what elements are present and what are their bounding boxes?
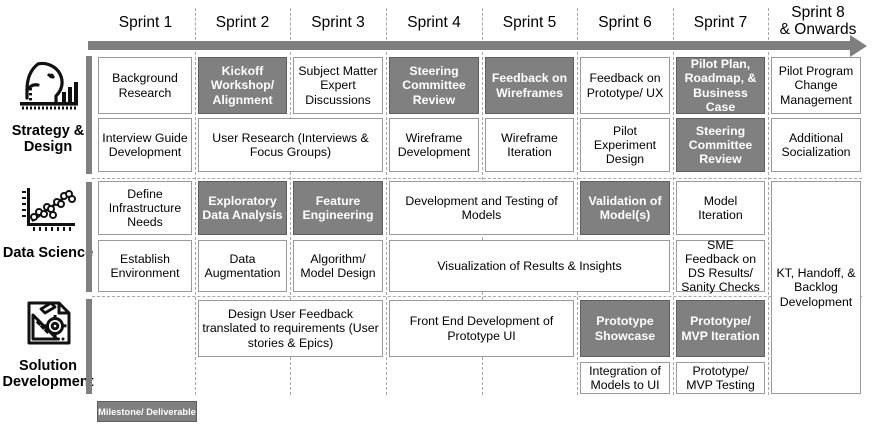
- task-card[interactable]: Pilot Program Change Management: [771, 57, 861, 114]
- swimlane-strategy-design: Strategy & Design: [0, 58, 96, 155]
- task-card[interactable]: User Research (Interviews & Focus Groups…: [198, 118, 383, 172]
- sprint-header-5: Sprint 5: [502, 14, 557, 31]
- task-card[interactable]: Exploratory Data Analysis: [198, 181, 287, 235]
- task-card[interactable]: Visualization of Results & Insights: [389, 240, 670, 292]
- column-separator-2-body: [290, 52, 291, 395]
- sprint-header-7: Sprint 7: [693, 14, 748, 31]
- task-card[interactable]: Front End Development of Prototype UI: [389, 300, 574, 357]
- task-card[interactable]: Prototype Showcase: [580, 300, 670, 357]
- sprint-header-2: Sprint 2: [215, 14, 270, 31]
- document-gear-ruler-pencil-icon: [0, 295, 96, 356]
- sprint-header-6: Sprint 6: [598, 14, 652, 31]
- column-separator-1-body: [195, 52, 196, 395]
- sprint-header-4: Sprint 4: [407, 14, 461, 31]
- task-card[interactable]: Development and Testing of Models: [389, 181, 574, 235]
- task-card[interactable]: Pilot Plan, Roadmap, & Business Case: [676, 57, 765, 114]
- swimlane-data-science: Data Science: [0, 182, 96, 261]
- task-card[interactable]: Wireframe Development: [389, 118, 479, 172]
- task-card[interactable]: Wireframe Iteration: [485, 118, 574, 172]
- column-separator-7: [768, 8, 769, 40]
- task-card[interactable]: Interview Guide Development: [98, 118, 192, 172]
- scatter-plot-trendline-icon: [0, 182, 96, 243]
- column-separator-6: [673, 8, 674, 40]
- sprint-header-8: Sprint 8 & Onwards: [779, 4, 857, 38]
- task-card[interactable]: Steering Committee Review: [676, 118, 765, 172]
- task-card[interactable]: Subject Matter Expert Discussions: [293, 57, 383, 114]
- task-card[interactable]: Steering Committee Review: [389, 57, 479, 114]
- task-card[interactable]: Data Augmentation: [198, 240, 287, 292]
- task-card[interactable]: KT, Handoff, & Backlog Development: [771, 181, 861, 394]
- swimlane-label-data-science: Data Science: [2, 245, 94, 261]
- swimlane-separator-1: [92, 178, 862, 179]
- task-card[interactable]: Additional Socialization: [771, 118, 861, 172]
- task-card[interactable]: Feedback on Prototype/ UX: [580, 57, 670, 114]
- task-card[interactable]: Prototype/ MVP Iteration: [676, 300, 765, 357]
- task-card[interactable]: Pilot Experiment Design: [580, 118, 670, 172]
- column-separator-3: [386, 8, 387, 40]
- swimlane-label-strategy-design: Strategy & Design: [11, 123, 85, 155]
- task-card[interactable]: Design User Feedback translated to requi…: [198, 300, 383, 357]
- chess-knight-bar-chart-icon: [0, 58, 96, 121]
- timeline-arrow-bar: [88, 41, 850, 50]
- legend-milestone-swatch: Milestone/ Deliverable: [97, 401, 197, 422]
- column-separator-4: [482, 8, 483, 40]
- swimlane-solution-development: Solution Development: [0, 295, 96, 390]
- column-separator-3-body: [386, 52, 387, 395]
- task-card[interactable]: Integration of Models to UI: [580, 362, 670, 394]
- task-card[interactable]: Validation of Model(s): [580, 181, 670, 235]
- timeline-arrow-head: [850, 34, 867, 57]
- swimlane-label-solution-development: Solution Development: [2, 358, 94, 390]
- swimlane-bar-data-science: [86, 182, 92, 292]
- column-separator-1: [195, 8, 196, 40]
- column-separator-2: [290, 8, 291, 40]
- task-card[interactable]: Prototype/ MVP Testing: [676, 362, 765, 394]
- task-card[interactable]: Model Iteration: [676, 181, 765, 235]
- sprint-header-3: Sprint 3: [311, 14, 365, 31]
- task-card[interactable]: SME Feedback on DS Results/ Sanity Check…: [676, 238, 765, 294]
- sprint-header-1: Sprint 1: [118, 14, 173, 31]
- task-card[interactable]: Feature Engineering: [293, 181, 383, 235]
- column-separator-7-body: [768, 52, 769, 395]
- task-card[interactable]: Define Infrastructure Needs: [98, 181, 192, 235]
- task-card[interactable]: Algorithm/ Model Design: [293, 240, 383, 292]
- column-separator-6-body: [673, 52, 674, 395]
- task-card[interactable]: Feedback on Wireframes: [485, 57, 574, 114]
- task-card[interactable]: Kickoff Workshop/ Alignment: [198, 57, 287, 114]
- swimlane-separator-2: [92, 296, 862, 297]
- task-card[interactable]: Establish Environment: [98, 240, 192, 292]
- swimlane-bar-solution-development: [86, 299, 92, 394]
- column-separator-5-body: [577, 52, 578, 395]
- column-separator-5: [577, 8, 578, 40]
- task-card[interactable]: Background Research: [98, 57, 192, 114]
- swimlane-bar-strategy-design: [86, 56, 92, 174]
